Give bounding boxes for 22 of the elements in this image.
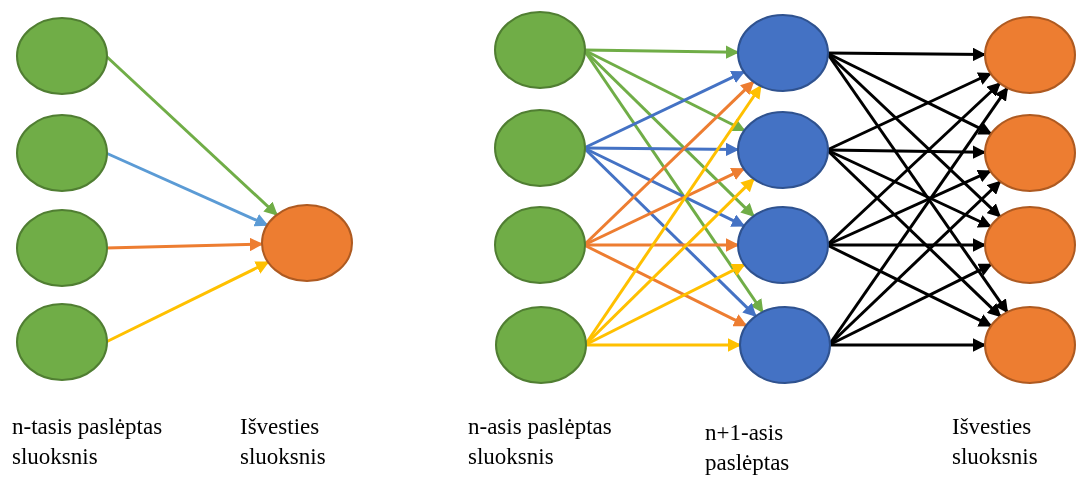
- layer-label: Išvesties sluoksnis: [240, 413, 327, 471]
- neuron-ellipse: [984, 206, 1076, 284]
- neuron-ellipse: [984, 16, 1076, 94]
- neuron-ellipse: [737, 111, 829, 189]
- layer-label: Išvesties sluoksnis: [952, 413, 1039, 471]
- neuron-ellipse: [494, 11, 586, 89]
- neuron-ellipse: [739, 306, 831, 384]
- neuron-ellipse: [16, 114, 108, 192]
- layer-label: n-tasis paslėptas sluoksnis: [12, 413, 164, 471]
- neuron-ellipse: [16, 303, 108, 381]
- neuron-ellipse: [494, 206, 586, 284]
- neuron-ellipse: [984, 114, 1076, 192]
- layer-label: n-asis paslėptas sluoksnis: [468, 413, 613, 471]
- neuron-ellipse: [261, 204, 353, 282]
- neuron-ellipse: [494, 109, 586, 187]
- neuron-ellipse: [16, 17, 108, 95]
- neuron-ellipse: [495, 306, 587, 384]
- layer-label: n+1-asis paslėptas: [705, 419, 791, 477]
- neuron-ellipse: [737, 14, 829, 92]
- neuron-ellipse: [984, 306, 1076, 384]
- neuron-ellipse: [737, 206, 829, 284]
- neuron-ellipse: [16, 209, 108, 287]
